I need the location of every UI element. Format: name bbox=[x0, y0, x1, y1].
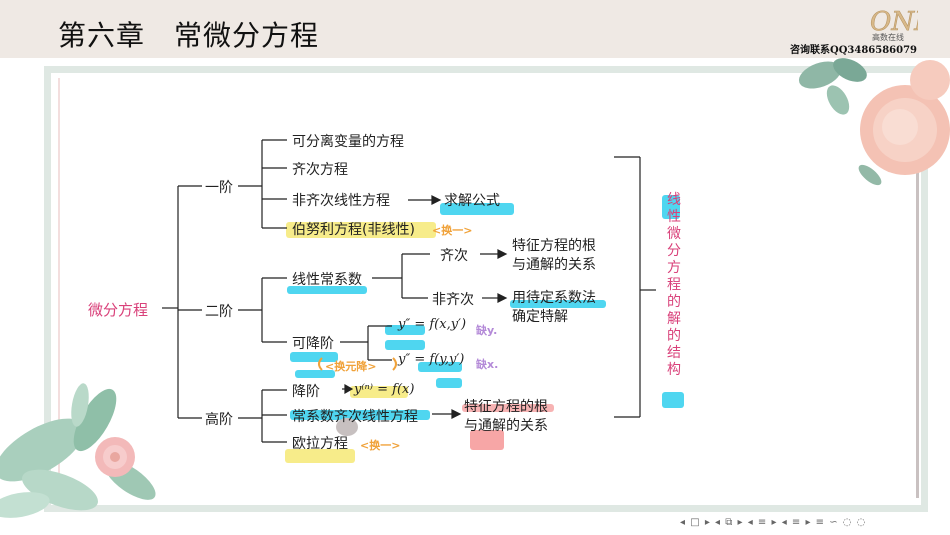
node-second-homog-result-2: 与通解的关系 bbox=[512, 257, 596, 273]
highlight-reducible-b bbox=[295, 370, 335, 378]
brand-subtitle: 高数在线 bbox=[872, 33, 904, 42]
highlight-eq1-b bbox=[385, 340, 425, 350]
highlight-reducible-a bbox=[290, 352, 338, 362]
right-label-linear-solution-structure: 线性微分方程的解的结构 bbox=[667, 192, 681, 378]
node-linear-const: 线性常系数 bbox=[292, 272, 362, 288]
header-bar: 第六章 常微分方程 ONE 高数在线 咨询联系QQ3486586079 bbox=[0, 0, 950, 58]
contact-text: 咨询联系QQ3486586079 bbox=[790, 45, 918, 56]
annotation-euler: <换一> bbox=[360, 439, 401, 452]
equation-reduce: y⁽ⁿ⁾ = f(x) bbox=[354, 382, 415, 397]
annotation-bernoulli: <换一> bbox=[432, 224, 473, 237]
annotation-missing-x: 缺x. bbox=[476, 358, 499, 371]
node-homogeneous: 齐次方程 bbox=[292, 162, 348, 178]
node-bernoulli: 伯努利方程(非线性) bbox=[292, 222, 415, 238]
node-second-nonhomog-result-2: 确定特解 bbox=[512, 309, 568, 325]
node-reducible: 可降阶 bbox=[292, 336, 334, 352]
root-node-differential-equation: 微分方程 bbox=[88, 301, 149, 319]
annotation-missing-y: 缺y. bbox=[476, 324, 498, 337]
node-second-homog-result-1: 特征方程的根 bbox=[512, 238, 596, 254]
order-second: 二阶 bbox=[205, 304, 233, 320]
node-euler: 欧拉方程 bbox=[292, 436, 348, 452]
highlight-eq2-a bbox=[418, 362, 462, 372]
highlight-eq2-b bbox=[436, 378, 462, 388]
node-separable: 可分离变量的方程 bbox=[292, 134, 404, 150]
highlight-vertical-bottom bbox=[662, 392, 684, 408]
highlight-const-linear bbox=[290, 410, 430, 420]
highlight-solution-formula bbox=[440, 203, 514, 215]
highlight-nonhomog-result bbox=[510, 300, 606, 308]
highlight-const-result-top bbox=[462, 404, 554, 412]
brand-logo: ONE bbox=[870, 7, 918, 38]
equation-missing-y: y″ = f(x,y′) bbox=[398, 317, 467, 332]
node-solution-formula: 求解公式 bbox=[444, 193, 500, 209]
highlight-const-result bbox=[470, 430, 504, 450]
highlight-reduce-eq bbox=[350, 386, 408, 398]
equation-missing-x: y″ = f(y,y′) bbox=[398, 352, 465, 367]
node-second-nonhomog: 非齐次 bbox=[432, 292, 474, 308]
page-title: 第六章 常微分方程 bbox=[58, 19, 320, 52]
node-const-result-2: 与通解的关系 bbox=[464, 418, 548, 434]
content-frame-inner bbox=[58, 78, 919, 498]
node-reduce: 降阶 bbox=[292, 384, 320, 400]
node-second-homog: 齐次 bbox=[440, 248, 468, 264]
slide-navigation-controls[interactable]: ◂ □ ▸ ◂ ⧉ ▸ ◂ ≡ ▸ ◂ ≡ ▸ ≡ ∽ ◌ ◌ bbox=[680, 517, 867, 528]
highlight-const-linear-circle bbox=[336, 418, 358, 436]
order-higher: 高阶 bbox=[205, 412, 233, 428]
node-second-nonhomog-result-1: 用待定系数法 bbox=[512, 290, 596, 306]
highlight-vertical-top bbox=[662, 195, 680, 219]
highlight-euler bbox=[285, 449, 355, 463]
annotation-reducible: <换元降> bbox=[325, 360, 377, 373]
highlight-bernoulli bbox=[286, 222, 436, 238]
highlight-eq1-a bbox=[385, 325, 425, 335]
order-first: 一阶 bbox=[205, 180, 233, 196]
node-nonhomogeneous-linear: 非齐次线性方程 bbox=[292, 193, 390, 209]
node-const-result-1: 特征方程的根 bbox=[464, 399, 548, 415]
highlight-linear-const bbox=[287, 286, 367, 294]
node-const-linear: 常系数齐次线性方程 bbox=[292, 409, 418, 425]
svg-text:ONE: ONE bbox=[870, 7, 918, 37]
